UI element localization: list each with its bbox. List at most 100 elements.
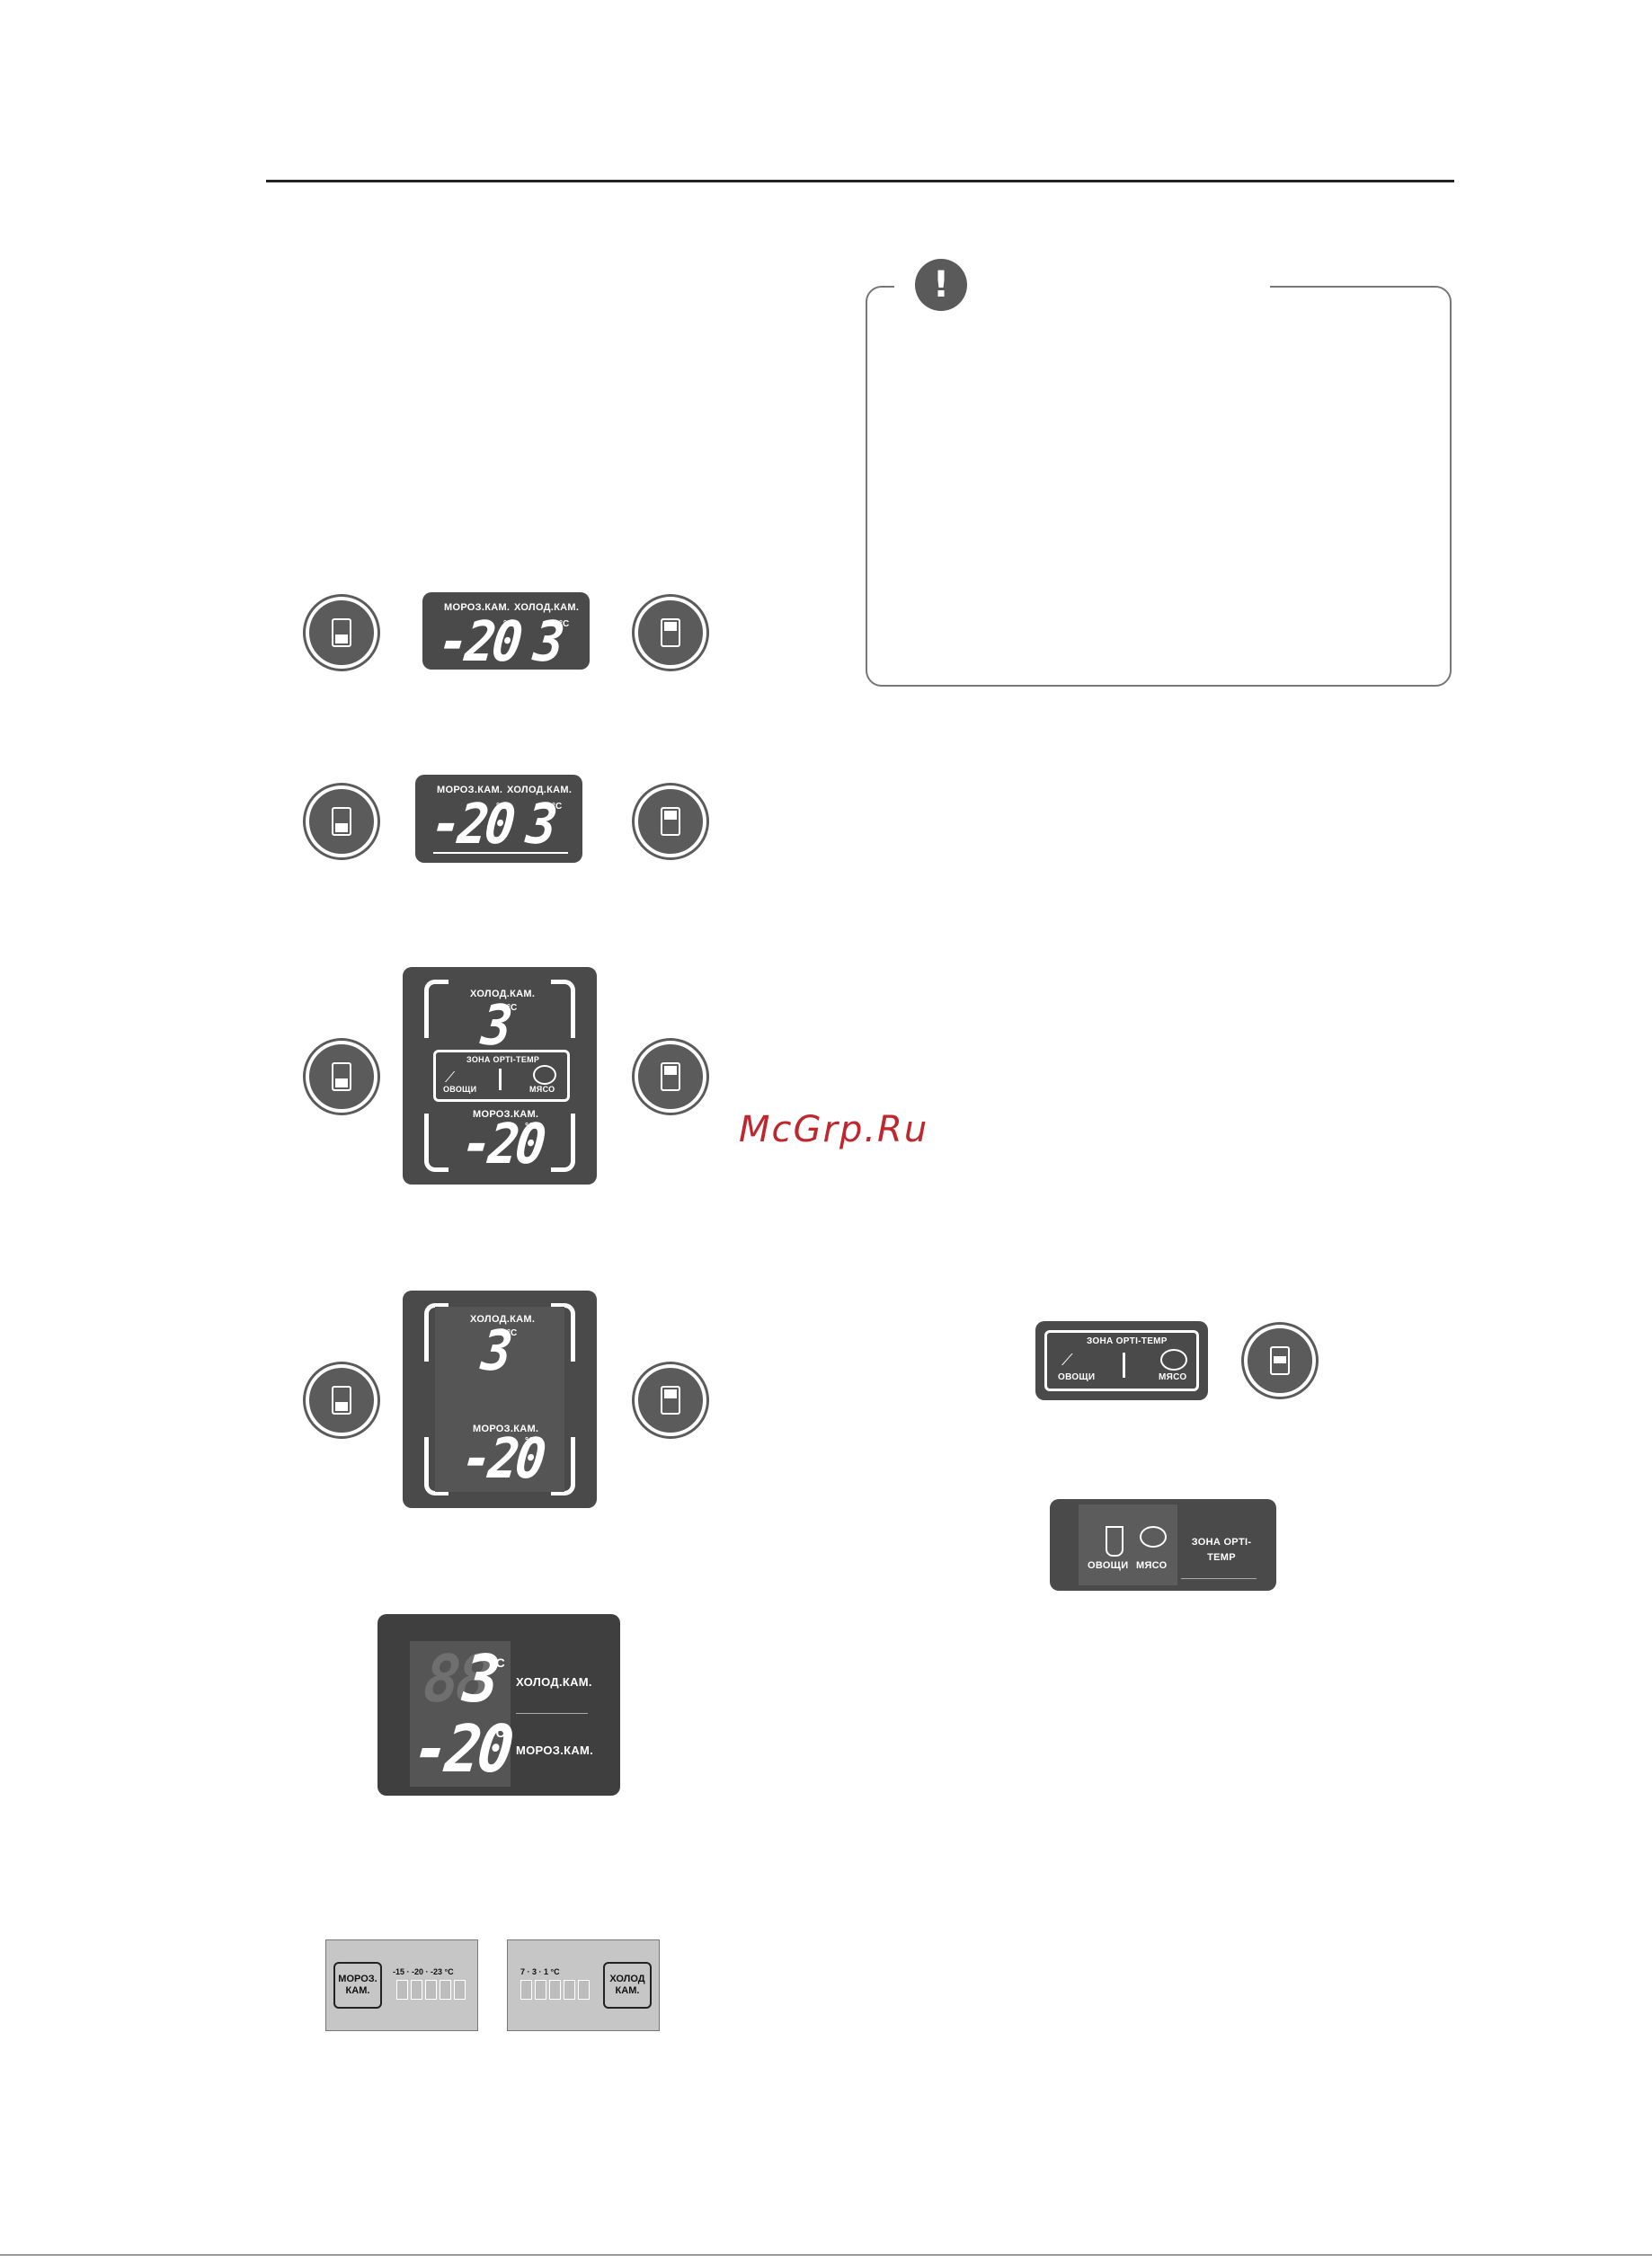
level-bar bbox=[564, 1980, 575, 2000]
fridge-label: ХОЛОД.КАМ. bbox=[470, 989, 536, 999]
freezer-button-3[interactable] bbox=[306, 1041, 377, 1113]
watermark: McGrp.Ru bbox=[739, 1109, 929, 1150]
display-panel-4: ХОЛОД.КАМ. 3 °C МОРОЗ.КАМ. -20 °C bbox=[403, 1291, 597, 1508]
fridge-button-3[interactable] bbox=[635, 1041, 706, 1113]
freezer-door-icon bbox=[332, 807, 351, 836]
display-panel-5: 88 3 °C ХОЛОД.КАМ. -20 °C МОРОЗ.КАМ. bbox=[377, 1614, 620, 1796]
frame-corner bbox=[424, 1303, 449, 1362]
icon-area bbox=[1079, 1504, 1177, 1585]
meat-label: МЯСО bbox=[529, 1085, 555, 1094]
freezer-unit: °C bbox=[496, 802, 507, 812]
freezer-button[interactable]: МОРОЗ. КАМ. bbox=[333, 1962, 382, 2009]
divider bbox=[1123, 1353, 1125, 1378]
fridge-control-panel: 7 · 3 · 1 °C ХОЛОД КАМ. bbox=[507, 1939, 660, 2031]
freezer-label: МОРОЗ.КАМ. bbox=[473, 1109, 539, 1120]
meat-icon bbox=[1160, 1349, 1187, 1371]
meat-label: МЯСО bbox=[1136, 1560, 1168, 1571]
fridge-level-bars bbox=[520, 1980, 590, 2000]
freezer-scale: -15 · -20 · -23 °C bbox=[393, 1967, 454, 1976]
opti-temp-zone: ЗОНА OPTI-TEMP ⟋ ОВОЩИ МЯСО bbox=[1044, 1330, 1199, 1391]
veg-label: ОВОЩИ bbox=[443, 1085, 477, 1094]
frame-corner bbox=[551, 1114, 575, 1172]
zone-label: ЗОНА OPTI-TEMP bbox=[466, 1055, 540, 1064]
underline bbox=[1181, 1578, 1257, 1579]
freezer-unit: °C bbox=[525, 1436, 536, 1446]
display-panel-3: ХОЛОД.КАМ. 3 °C ЗОНА OPTI-TEMP ⟋ ОВОЩИ М… bbox=[403, 967, 597, 1185]
divider bbox=[516, 1713, 588, 1714]
freezer-label: МОРОЗ.КАМ. bbox=[437, 785, 503, 795]
zone-label: ЗОНА OPTI-TEMP bbox=[1191, 1537, 1252, 1563]
divider bbox=[499, 1069, 502, 1090]
fridge-label: ХОЛОД.КАМ. bbox=[470, 1314, 536, 1325]
level-bar bbox=[578, 1980, 590, 2000]
note-box-gap bbox=[894, 279, 1270, 291]
exclamation-icon: ! bbox=[915, 259, 967, 311]
level-bar bbox=[535, 1980, 546, 2000]
fridge-button-4[interactable] bbox=[635, 1364, 706, 1436]
level-bar bbox=[425, 1980, 437, 2000]
fridge-door-icon bbox=[661, 807, 680, 836]
level-bar bbox=[520, 1980, 532, 2000]
fridge-unit: °C bbox=[552, 802, 563, 812]
footer-rule bbox=[0, 2254, 1652, 2256]
freezer-label: МОРОЗ.КАМ. bbox=[516, 1744, 594, 1757]
fridge-unit: °C bbox=[491, 1655, 505, 1670]
freezer-unit: °C bbox=[503, 619, 514, 629]
freezer-control-panel: МОРОЗ. КАМ. -15 · -20 · -23 °C bbox=[325, 1939, 478, 2031]
fridge-button[interactable]: ХОЛОД КАМ. bbox=[603, 1962, 652, 2009]
fridge-unit: °C bbox=[507, 1003, 518, 1013]
opti-temp-zone: ЗОНА OPTI-TEMP ⟋ ОВОЩИ МЯСО bbox=[433, 1050, 570, 1102]
meat-icon bbox=[533, 1065, 556, 1085]
frame-corner bbox=[551, 980, 575, 1038]
freezer-unit: °C bbox=[491, 1726, 505, 1740]
carrot-icon: ⟋ bbox=[1061, 1351, 1073, 1370]
underline bbox=[433, 852, 568, 854]
opti-temp-panel-2: ОВОЩИ МЯСО ЗОНА OPTI-TEMP bbox=[1050, 1499, 1276, 1591]
fridge-door-icon bbox=[661, 1386, 680, 1415]
fridge-unit: °C bbox=[559, 619, 570, 629]
carrot-icon: ⟋ bbox=[445, 1069, 456, 1086]
fridge-label: ХОЛОД.КАМ. bbox=[507, 785, 573, 795]
frame-corner bbox=[551, 1303, 575, 1362]
freezer-door-icon bbox=[332, 618, 351, 647]
frame-corner bbox=[424, 1114, 449, 1172]
freezer-label: МОРОЗ.КАМ. bbox=[473, 1424, 539, 1434]
fridge-door-icon bbox=[661, 618, 680, 647]
carrot-icon bbox=[1106, 1526, 1124, 1557]
fridge-label: ХОЛОД.КАМ. bbox=[514, 602, 580, 613]
veg-label: ОВОЩИ bbox=[1058, 1372, 1096, 1382]
fridge-scale: 7 · 3 · 1 °C bbox=[520, 1967, 560, 1976]
freezer-button-4[interactable] bbox=[306, 1364, 377, 1436]
fridge-label: ХОЛОД.КАМ. bbox=[516, 1675, 592, 1689]
level-bar bbox=[549, 1980, 561, 2000]
note-box bbox=[866, 286, 1452, 687]
frame-corner bbox=[424, 980, 449, 1038]
freezer-unit: °C bbox=[525, 1122, 536, 1132]
opti-temp-panel: ЗОНА OPTI-TEMP ⟋ ОВОЩИ МЯСО bbox=[1035, 1321, 1208, 1400]
display-window bbox=[435, 1307, 564, 1492]
level-bar bbox=[454, 1980, 466, 2000]
zone-label: ЗОНА OPTI-TEMP bbox=[1087, 1336, 1168, 1346]
opti-temp-button[interactable] bbox=[1244, 1325, 1316, 1397]
frame-corner bbox=[424, 1437, 449, 1495]
opti-door-icon bbox=[1270, 1346, 1290, 1375]
level-bar bbox=[396, 1980, 408, 2000]
freezer-button-1[interactable] bbox=[306, 597, 377, 669]
display-panel-2: МОРОЗ.КАМ. ХОЛОД.КАМ. -20 °C 3 °C bbox=[415, 775, 582, 863]
display-panel-1: МОРОЗ.КАМ. ХОЛОД.КАМ. -20 °C 3 °C bbox=[422, 592, 590, 674]
display-window bbox=[410, 1641, 511, 1787]
freezer-door-icon bbox=[332, 1386, 351, 1415]
fridge-unit: °C bbox=[507, 1328, 518, 1338]
freezer-button-2[interactable] bbox=[306, 785, 377, 857]
fridge-button-1[interactable] bbox=[635, 597, 706, 669]
fridge-door-icon bbox=[661, 1062, 680, 1091]
veg-label: ОВОЩИ bbox=[1088, 1560, 1129, 1571]
meat-label: МЯСО bbox=[1159, 1372, 1187, 1382]
freezer-label: МОРОЗ.КАМ. bbox=[444, 602, 511, 613]
meat-icon bbox=[1140, 1526, 1167, 1548]
fridge-button-2[interactable] bbox=[635, 785, 706, 857]
header-rule bbox=[266, 180, 1454, 182]
freezer-level-bars bbox=[396, 1980, 466, 2000]
freezer-door-icon bbox=[332, 1062, 351, 1091]
level-bar bbox=[411, 1980, 422, 2000]
